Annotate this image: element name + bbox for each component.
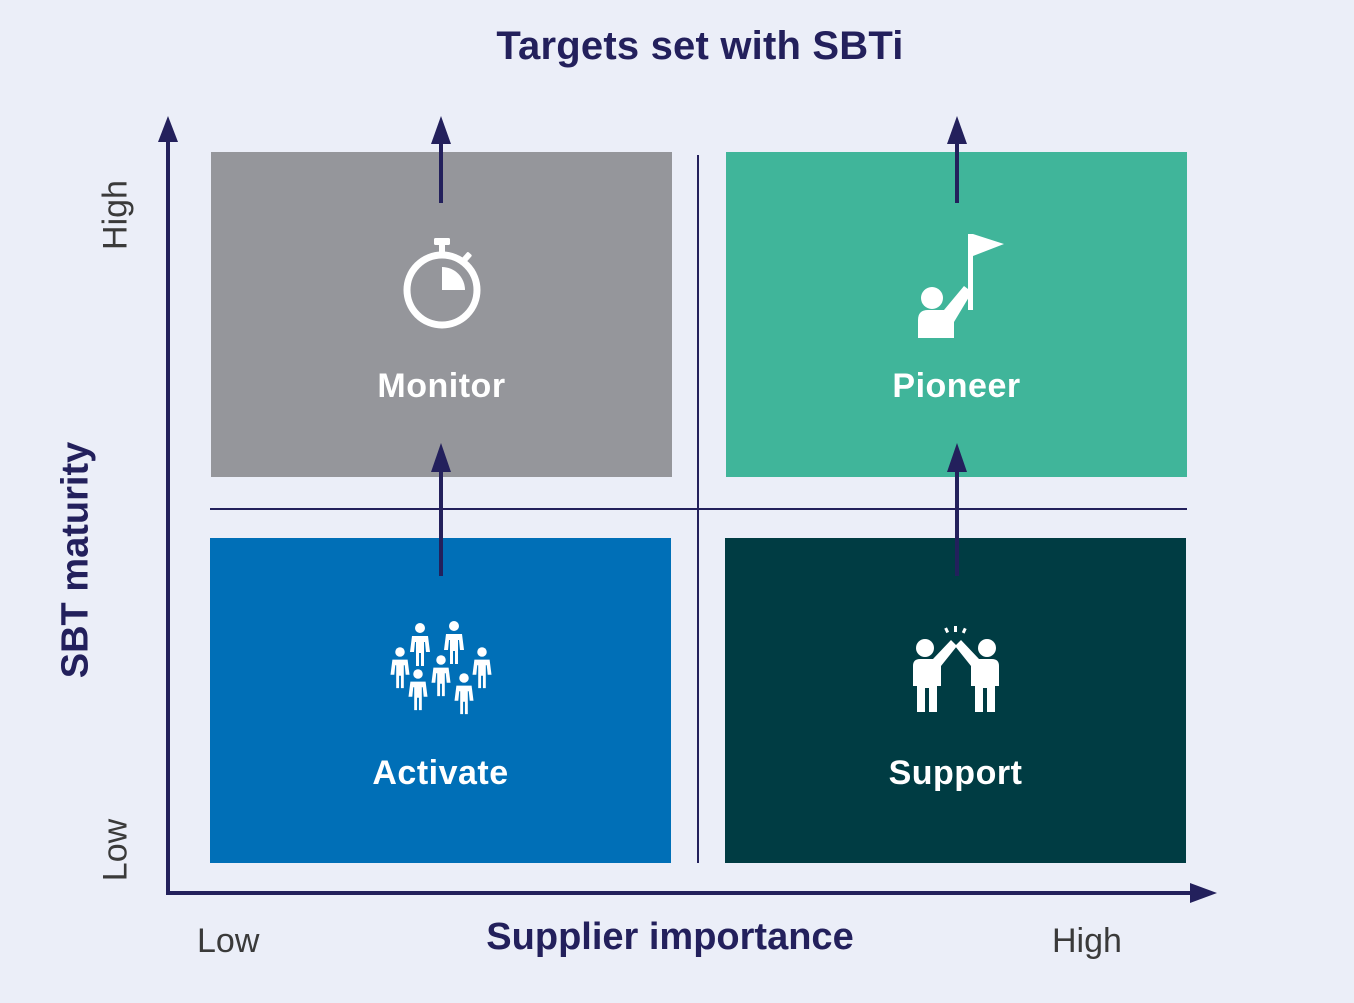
y-axis-high-label: High xyxy=(96,180,135,250)
y-axis-title-text: SBT maturity xyxy=(54,441,97,679)
quadrant-label-pioneer: Pioneer xyxy=(892,367,1021,405)
high-five-icon xyxy=(911,626,1001,716)
person-figure xyxy=(408,669,428,711)
person-figure xyxy=(444,621,464,664)
arrow-monitor-up-head xyxy=(431,116,451,144)
quadrant-pioneer: Pioneer xyxy=(726,152,1187,477)
y-axis-low-label: Low xyxy=(96,818,135,882)
person-figure xyxy=(431,655,451,697)
person-figure xyxy=(390,647,410,689)
quadrant-label-monitor: Monitor xyxy=(377,367,506,405)
diagram-title: Targets set with SBTi xyxy=(496,24,904,68)
x-axis-arrowhead xyxy=(1190,883,1217,903)
arrow-activate-to-monitor-head xyxy=(431,443,451,472)
arrow-pioneer-up-head xyxy=(947,116,967,144)
x-axis-low-label: Low xyxy=(197,922,260,960)
person-figure xyxy=(472,647,492,689)
person-with-flag-icon xyxy=(914,230,1006,342)
quadrant-activate: Activate xyxy=(210,538,671,863)
x-axis-high-label: High xyxy=(1052,922,1122,960)
group-of-people-icon xyxy=(386,616,496,726)
arrow-support-to-pioneer-head xyxy=(947,443,967,472)
quadrant-monitor: Monitor xyxy=(211,152,672,477)
y-axis-arrowhead xyxy=(158,116,178,142)
person-figure xyxy=(410,623,430,666)
person-figure xyxy=(454,673,474,715)
quadrant-label-support: Support xyxy=(888,754,1023,792)
quadrant-support: Support xyxy=(725,538,1186,863)
x-axis-title: Supplier importance xyxy=(486,916,854,958)
stopwatch-icon xyxy=(397,234,487,330)
quadrant-label-activate: Activate xyxy=(372,754,509,792)
